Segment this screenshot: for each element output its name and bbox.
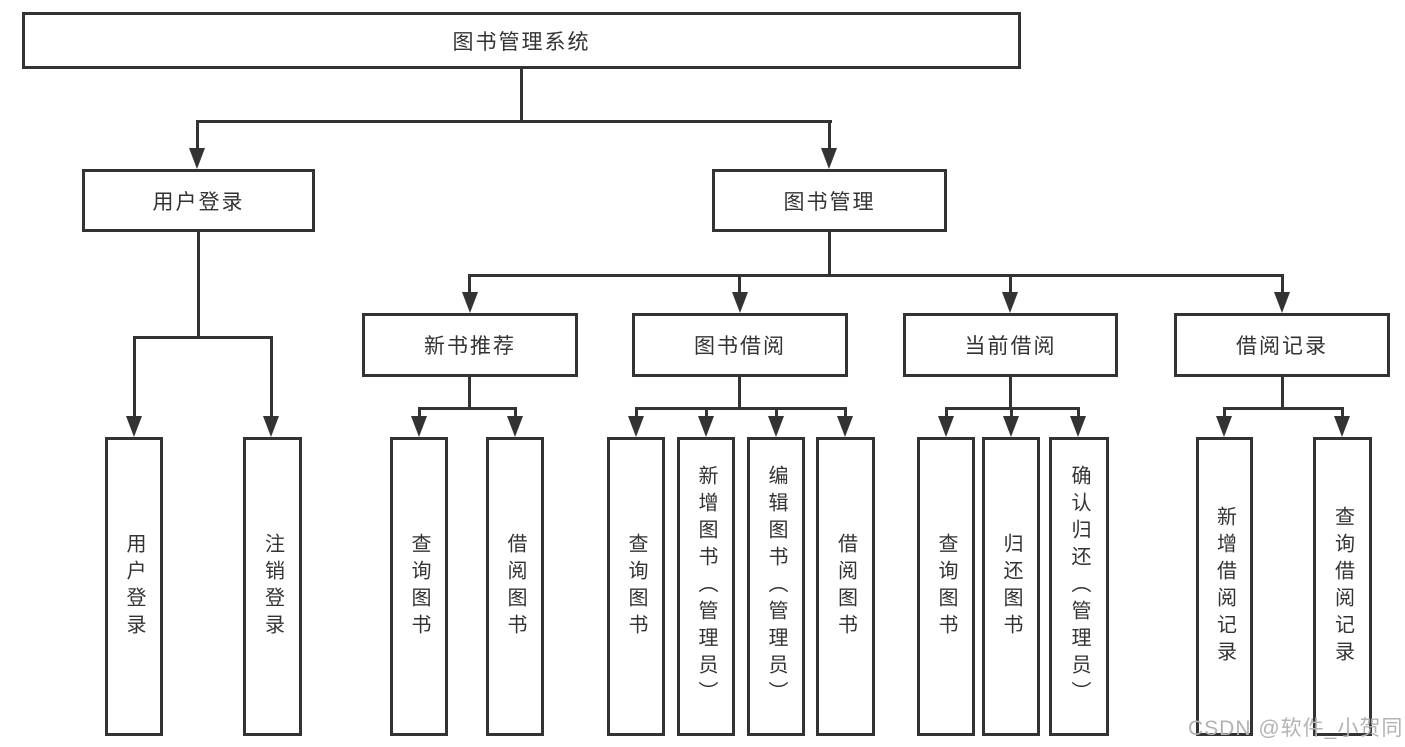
node-label: 确认归还（管理员） bbox=[1068, 465, 1090, 708]
node-query-books-current: 查询图书 bbox=[917, 437, 975, 736]
connector-line bbox=[1077, 407, 1080, 416]
node-label: 注销登录 bbox=[261, 532, 284, 641]
connector-line bbox=[418, 407, 421, 416]
arrow-down-icon bbox=[821, 148, 837, 169]
node-edit-books-admin: 编辑图书（管理员） bbox=[747, 437, 805, 736]
node-book-management: 图书管理 bbox=[712, 169, 947, 232]
node-label: 图书管理 bbox=[783, 190, 876, 214]
arrow-down-icon bbox=[263, 416, 279, 437]
node-library-management-system: 图书管理系统 bbox=[22, 12, 1021, 69]
node-label: 查询图书 bbox=[408, 532, 430, 641]
node-confirm-return-admin: 确认归还（管理员） bbox=[1049, 437, 1109, 736]
node-borrow-books-action: 借阅图书 bbox=[816, 437, 875, 736]
node-label: 新书推荐 bbox=[424, 335, 516, 358]
node-label: 归还图书 bbox=[1000, 532, 1022, 641]
connector-line bbox=[514, 407, 517, 416]
node-label: 编辑图书（管理员） bbox=[765, 465, 787, 708]
node-query-books-borrowing: 查询图书 bbox=[607, 437, 665, 736]
arrow-down-icon bbox=[189, 148, 205, 169]
arrow-down-icon bbox=[698, 416, 714, 437]
connector-line bbox=[1009, 274, 1012, 292]
connector-line bbox=[828, 120, 831, 149]
connector-line bbox=[133, 336, 273, 339]
connector-line bbox=[1223, 407, 1226, 416]
arrow-down-icon bbox=[1003, 416, 1019, 437]
node-borrow-books-recommend: 借阅图书 bbox=[486, 437, 544, 736]
node-label: 查询图书 bbox=[625, 532, 647, 641]
arrow-down-icon bbox=[837, 416, 853, 437]
node-label: 当前借阅 bbox=[964, 335, 1057, 358]
node-label: 借阅记录 bbox=[1236, 335, 1328, 358]
connector-line bbox=[133, 336, 136, 416]
connector-line bbox=[828, 230, 831, 274]
watermark-text: CSDN @软件_小贺同学 bbox=[1188, 717, 1404, 740]
connector-line bbox=[775, 407, 778, 416]
connector-line bbox=[635, 407, 638, 416]
node-return-books: 归还图书 bbox=[982, 437, 1040, 736]
node-add-books-admin: 新增图书（管理员） bbox=[677, 437, 735, 736]
node-logout-action: 注销登录 bbox=[243, 437, 302, 736]
connector-line bbox=[468, 274, 471, 292]
node-book-borrowing: 图书借阅 bbox=[632, 313, 848, 377]
node-label: 图书管理系统 bbox=[452, 30, 591, 54]
connector-line bbox=[418, 407, 517, 410]
arrow-down-icon bbox=[411, 416, 427, 437]
connector-line bbox=[196, 120, 832, 123]
connector-line bbox=[270, 336, 273, 416]
arrow-down-icon bbox=[1070, 416, 1086, 437]
connector-line bbox=[738, 274, 741, 292]
node-label: 新增图书（管理员） bbox=[695, 465, 717, 708]
connector-line bbox=[1009, 375, 1012, 407]
connector-line bbox=[635, 407, 846, 410]
connector-line bbox=[1010, 407, 1013, 416]
arrow-down-icon bbox=[628, 416, 644, 437]
connector-line bbox=[738, 375, 741, 407]
node-label: 借阅图书 bbox=[504, 532, 526, 641]
node-query-books-recommend: 查询图书 bbox=[390, 437, 448, 736]
arrow-down-icon bbox=[507, 416, 523, 437]
arrow-down-icon bbox=[732, 292, 748, 313]
node-label: 用户登录 bbox=[123, 532, 145, 641]
connector-line bbox=[1281, 375, 1284, 407]
connector-line bbox=[520, 66, 523, 120]
node-label: 用户登录 bbox=[152, 190, 245, 214]
arrow-down-icon bbox=[462, 292, 478, 313]
node-borrowing-records: 借阅记录 bbox=[1174, 313, 1390, 377]
connector-line bbox=[1281, 274, 1284, 292]
arrow-down-icon bbox=[1274, 292, 1290, 313]
connector-line bbox=[468, 274, 1284, 277]
connector-line bbox=[705, 407, 708, 416]
connector-line bbox=[1223, 407, 1344, 410]
node-add-borrow-record: 新增借阅记录 bbox=[1196, 437, 1253, 736]
connector-line bbox=[196, 120, 199, 149]
node-user-login-action: 用户登录 bbox=[105, 437, 163, 736]
connector-line bbox=[468, 375, 471, 407]
arrow-down-icon bbox=[126, 416, 142, 437]
connector-line bbox=[197, 230, 200, 336]
arrow-down-icon bbox=[1334, 416, 1350, 437]
node-label: 查询图书 bbox=[935, 532, 957, 641]
node-current-borrowing: 当前借阅 bbox=[903, 313, 1118, 377]
node-query-borrow-record: 查询借阅记录 bbox=[1313, 437, 1372, 736]
node-label: 查询借阅记录 bbox=[1331, 505, 1354, 668]
node-new-book-recommend: 新书推荐 bbox=[362, 313, 578, 377]
connector-line bbox=[844, 407, 847, 416]
connector-line bbox=[945, 407, 948, 416]
node-user-login: 用户登录 bbox=[82, 169, 315, 232]
node-label: 借阅图书 bbox=[834, 532, 857, 641]
connector-line bbox=[1341, 407, 1344, 416]
arrow-down-icon bbox=[1002, 292, 1018, 313]
arrow-down-icon bbox=[938, 416, 954, 437]
arrow-down-icon bbox=[768, 416, 784, 437]
node-label: 图书借阅 bbox=[694, 335, 786, 358]
node-label: 新增借阅记录 bbox=[1213, 505, 1236, 668]
arrow-down-icon bbox=[1216, 416, 1232, 437]
